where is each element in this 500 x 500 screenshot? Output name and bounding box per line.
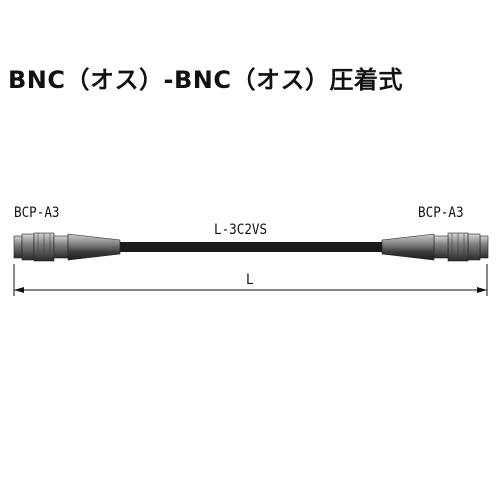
right-connector-label: BCP-A3: [418, 205, 464, 221]
length-label: L: [246, 272, 254, 288]
cable-body: [120, 242, 382, 252]
left-bnc-connector: [13, 232, 121, 262]
left-connector-label: BCP-A3: [14, 205, 60, 221]
length-dimension-line: [13, 264, 488, 296]
right-bnc-connector: [381, 232, 489, 262]
product-title: BNC（オス）-BNC（オス）圧着式: [8, 66, 403, 94]
cable-type-label: L-3C2VS: [214, 222, 268, 238]
